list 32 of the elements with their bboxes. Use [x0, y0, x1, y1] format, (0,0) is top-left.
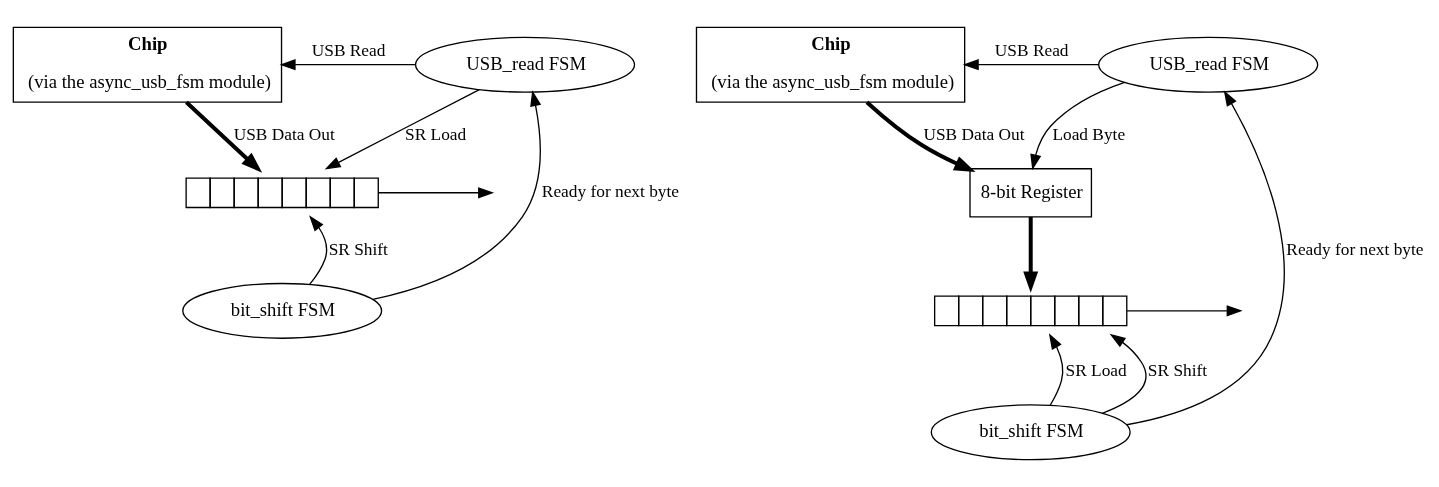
node-ellipse: bit_shift FSM — [930, 404, 1131, 461]
edge-label: Ready for next byte — [1286, 239, 1424, 259]
edge-label: Load Byte — [1052, 124, 1126, 144]
edge-label: SR Load — [1065, 361, 1127, 381]
edge-label: USB Read — [994, 40, 1069, 60]
arrow — [185, 100, 263, 173]
arrow — [1126, 90, 1285, 426]
arrow — [1048, 333, 1064, 406]
edge-label: SR Load — [405, 124, 467, 144]
arrow — [962, 59, 1100, 71]
node-ellipse: bit_shift FSM — [182, 282, 383, 339]
node-box: Chip (via the async_usb_fsm module) — [695, 26, 966, 103]
arrow — [308, 215, 328, 285]
arrow — [865, 100, 976, 172]
arrow — [279, 59, 417, 71]
edge-label: USB Data Out — [233, 124, 335, 144]
node-box: 8-bit Register — [969, 168, 1093, 218]
arrow — [1030, 81, 1126, 171]
arrow — [324, 88, 481, 170]
node-ellipse: USB_read FSM — [414, 36, 636, 93]
arrow — [1023, 216, 1039, 293]
edge-label: Ready for next byte — [541, 182, 679, 202]
edge-label: SR Shift — [1147, 361, 1208, 381]
edge-label: SR Shift — [328, 239, 388, 259]
node-box: Chip (via the async_usb_fsm module) — [12, 26, 283, 103]
edge-label: USB Read — [311, 40, 386, 60]
edge-label: USB Data Out — [923, 124, 1025, 144]
arrow — [372, 90, 542, 301]
arrow — [377, 187, 495, 199]
node-ellipse: USB_read FSM — [1098, 36, 1319, 93]
arrow — [1126, 305, 1243, 317]
arrow — [1101, 333, 1147, 414]
